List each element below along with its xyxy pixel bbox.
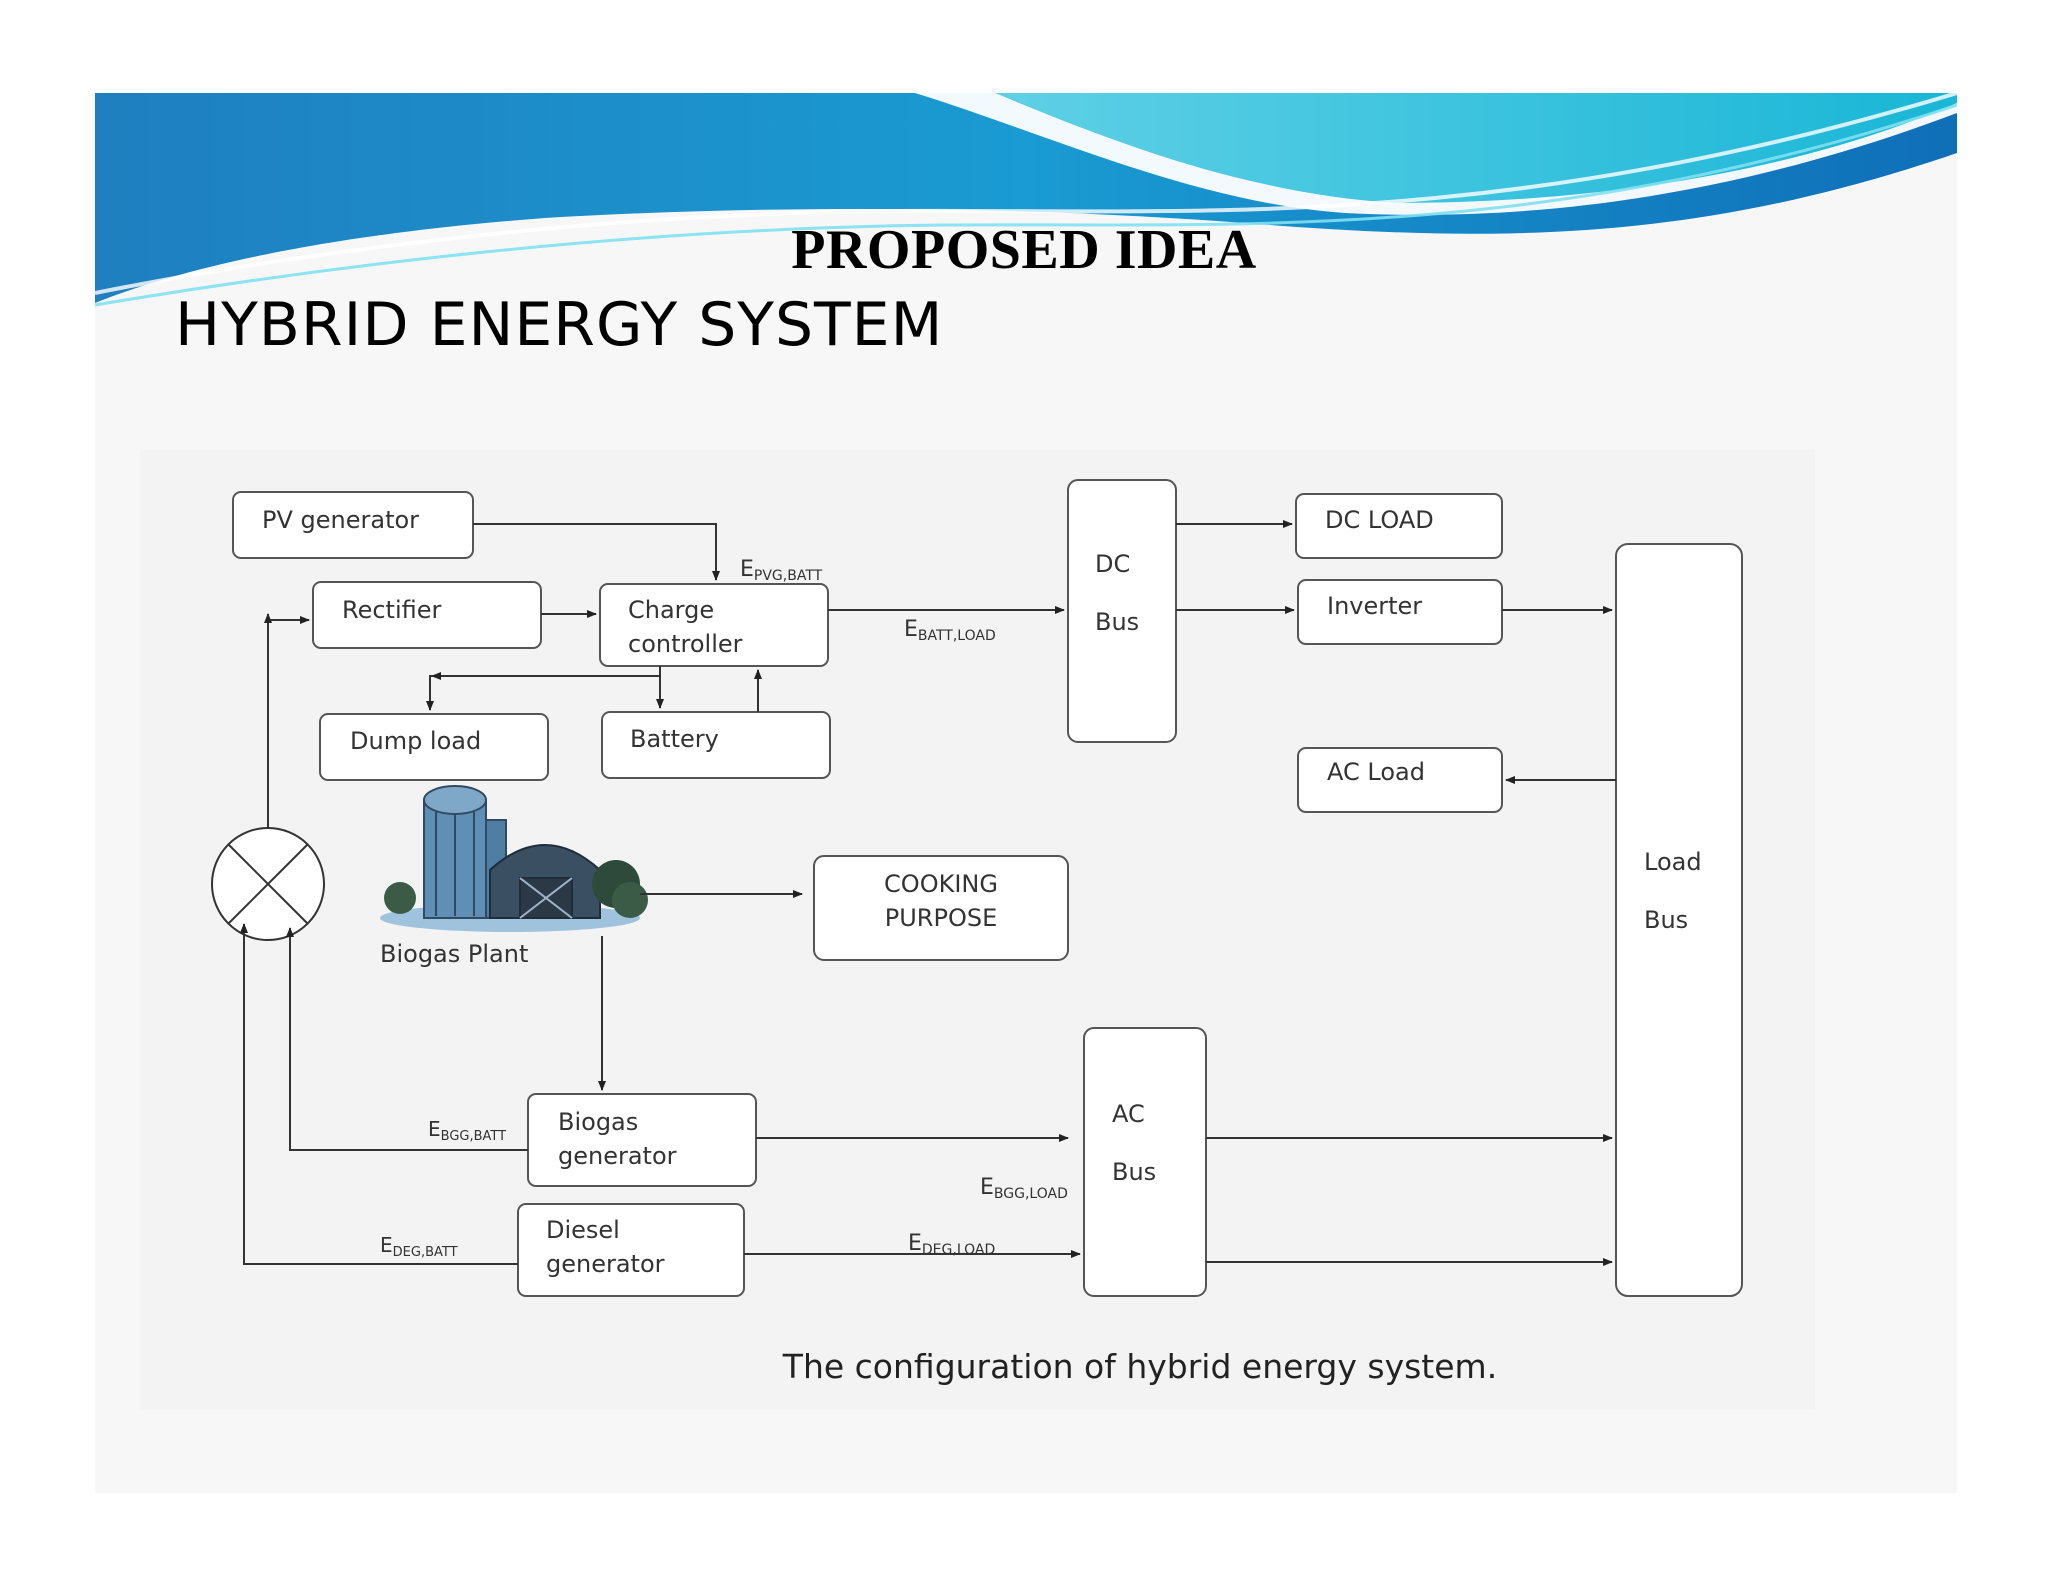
summing-junction-icon — [211, 827, 325, 941]
svg-text:Charge: Charge — [628, 596, 714, 624]
svg-text:EPVG,BATT: EPVG,BATT — [740, 557, 823, 584]
svg-text:Diesel: Diesel — [546, 1216, 620, 1244]
svg-text:Biogas: Biogas — [558, 1108, 638, 1136]
svg-text:EDEG,BATT: EDEG,BATT — [380, 1233, 458, 1260]
svg-text:Bus: Bus — [1095, 608, 1139, 636]
energy-label-bgg-load: EBGG,LOAD — [980, 1175, 1068, 1202]
svg-text:AC Load: AC Load — [1327, 758, 1425, 786]
svg-text:COOKING: COOKING — [884, 870, 998, 898]
svg-text:generator: generator — [558, 1142, 677, 1170]
energy-label-pvg-batt: EPVG,BATT — [740, 557, 823, 584]
svg-text:Rectifier: Rectifier — [342, 596, 442, 624]
svg-text:controller: controller — [628, 630, 743, 658]
svg-text:Load: Load — [1644, 848, 1702, 876]
ac-bus-block: AC Bus — [1083, 1027, 1207, 1297]
svg-text:Bus: Bus — [1112, 1158, 1156, 1186]
svg-text:Battery: Battery — [630, 725, 719, 753]
energy-label-deg-load: EDEG,LOAD — [908, 1231, 995, 1258]
charge-controller-block: Charge controller — [599, 583, 829, 667]
slide-title: PROPOSED IDEA — [791, 219, 1257, 281]
slide-subtitle: HYBRID ENERGY SYSTEM — [175, 290, 944, 360]
inverter-block: Inverter — [1297, 579, 1503, 645]
dc-load-block: DC LOAD — [1295, 493, 1503, 559]
energy-label-batt-load: EBATT,LOAD — [904, 617, 996, 644]
dump-load-block: Dump load — [319, 713, 549, 781]
biogas-plant-label: Biogas Plant — [380, 940, 528, 968]
svg-text:DC: DC — [1095, 550, 1130, 578]
svg-text:DC LOAD: DC LOAD — [1325, 506, 1434, 534]
svg-text:EBGG,LOAD: EBGG,LOAD — [980, 1175, 1068, 1202]
rectifier-block: Rectifier — [312, 581, 542, 649]
cooking-purpose-block: COOKING PURPOSE — [813, 855, 1069, 961]
energy-label-bgg-batt: EBGG,BATT — [428, 1117, 506, 1144]
svg-text:generator: generator — [546, 1250, 665, 1278]
svg-text:EBGG,BATT: EBGG,BATT — [428, 1117, 506, 1144]
pv-generator-block: PV generator — [232, 491, 474, 559]
ac-load-block: AC Load — [1297, 747, 1503, 813]
header-wave-banner — [95, 93, 1957, 307]
svg-text:Bus: Bus — [1644, 906, 1688, 934]
svg-text:EBATT,LOAD: EBATT,LOAD — [904, 617, 996, 644]
biogas-generator-block: Biogas generator — [527, 1093, 757, 1187]
connection-lines — [240, 520, 1616, 1266]
svg-text:Inverter: Inverter — [1327, 592, 1422, 620]
dc-bus-block: DC Bus — [1067, 479, 1177, 743]
svg-text:Dump load: Dump load — [350, 727, 481, 755]
diesel-generator-block: Diesel generator — [517, 1203, 745, 1297]
biogas-plant-icon — [380, 785, 648, 932]
battery-block: Battery — [601, 711, 831, 779]
svg-text:AC: AC — [1112, 1100, 1145, 1128]
svg-text:PV generator: PV generator — [262, 506, 419, 534]
energy-label-deg-batt: EDEG,BATT — [380, 1233, 458, 1260]
svg-text:PURPOSE: PURPOSE — [885, 904, 997, 932]
load-bus-block: Load Bus — [1615, 543, 1743, 1297]
svg-text:EDEG,LOAD: EDEG,LOAD — [908, 1231, 995, 1258]
diagram-caption: The configuration of hybrid energy syste… — [782, 1347, 1497, 1386]
